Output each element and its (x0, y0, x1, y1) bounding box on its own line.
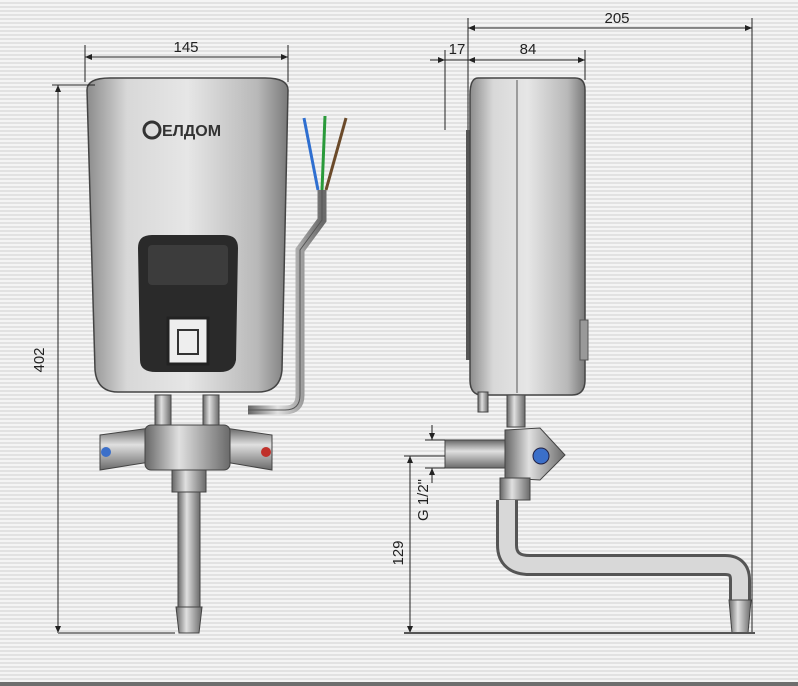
power-switch[interactable] (166, 316, 210, 366)
dim-total-height: 402 (31, 347, 48, 372)
dim-outlet-height: 129 (390, 540, 407, 565)
mixer-faucet-front (99, 394, 273, 634)
spout-side (496, 500, 751, 600)
bottom-bar (0, 682, 798, 686)
side-view (444, 77, 752, 634)
cold-valve-icon (101, 447, 111, 457)
dim-total-depth: 205 (604, 10, 629, 27)
dim-mount-depth: 17 (449, 41, 466, 58)
dim-front-width: 145 (173, 39, 198, 56)
front-view: ЕЛДОМ (86, 77, 348, 634)
hot-valve-icon (261, 447, 271, 457)
brand-logo: ЕЛДОМ (142, 120, 221, 140)
svg-text:ЕЛДОМ: ЕЛДОМ (162, 123, 221, 140)
dim-thread: G 1/2" (415, 479, 432, 521)
cold-knob-icon (532, 447, 550, 465)
dim-body-depth: 84 (520, 41, 537, 58)
dimension-lines (52, 18, 755, 634)
heater-body-side (469, 77, 586, 396)
power-cable (248, 115, 348, 415)
